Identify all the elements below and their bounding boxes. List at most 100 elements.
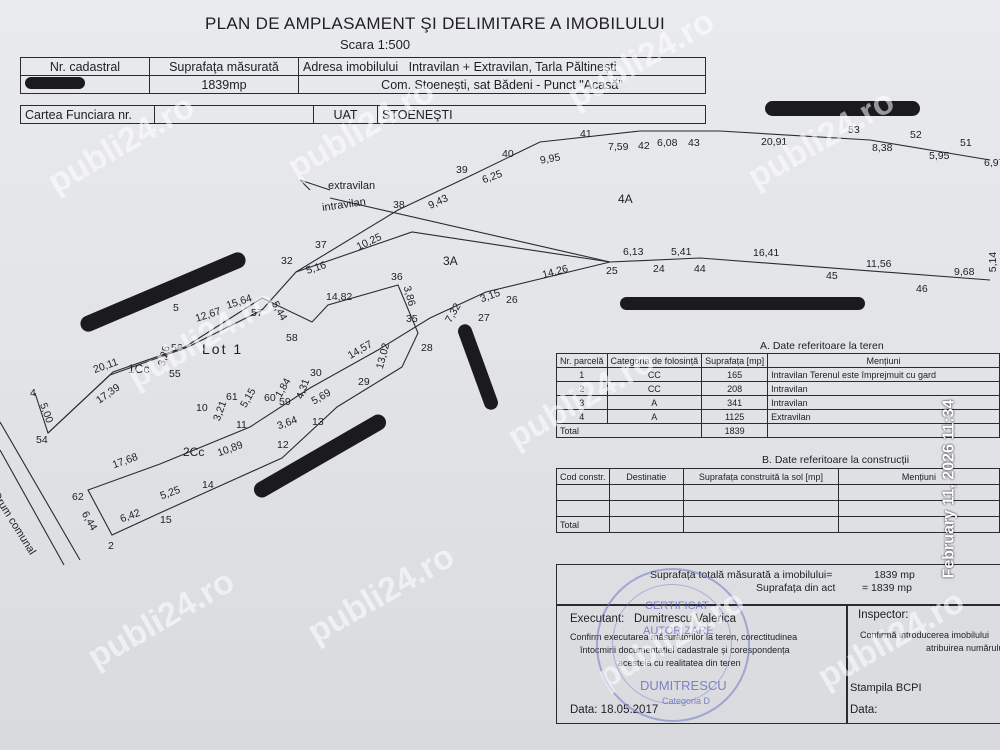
teren-section-title: A. Date referitoare la teren bbox=[760, 340, 884, 352]
adresa-line2: Com. Stoenești, sat Bădeni - Punct "Acas… bbox=[298, 75, 706, 94]
road-edge-1 bbox=[0, 421, 81, 561]
distance-label: 7,59 bbox=[608, 141, 629, 153]
point-label: 26 bbox=[506, 294, 518, 306]
point-label: 53 bbox=[848, 124, 860, 136]
cell-cat: A bbox=[606, 409, 703, 424]
certification-stamp-inner bbox=[612, 584, 732, 704]
point-label: 14 bbox=[202, 479, 214, 491]
stamp-line3: DUMITRESCU bbox=[640, 678, 727, 693]
stamp-line4: Categoria D bbox=[662, 696, 711, 706]
point-label: 29 bbox=[358, 376, 370, 388]
cell-nr: 1 bbox=[556, 367, 608, 382]
uat-value: STOENEŞTI bbox=[377, 105, 706, 124]
inspector-date: Data: bbox=[850, 704, 878, 716]
parcel-2cc: 2Cc bbox=[183, 445, 205, 459]
summary-box bbox=[556, 564, 1000, 606]
point-label: 28 bbox=[421, 342, 433, 354]
point-label: 15 bbox=[160, 514, 172, 526]
point-label: 25 bbox=[606, 265, 618, 277]
point-label: 61 bbox=[226, 391, 238, 403]
adresa-line1: Intravilan + Extravilan, Tarla Păltineșt… bbox=[408, 59, 617, 74]
point-label: 38 bbox=[393, 199, 405, 211]
cell-nr: 3 bbox=[556, 395, 608, 410]
point-label: 13 bbox=[312, 416, 324, 428]
point-label: 60 bbox=[264, 392, 276, 404]
cell-mentiuni: Intravilan Terenul este împrejmuit cu ga… bbox=[767, 367, 1000, 382]
cadastral-header-table: Nr. cadastral Suprafaţa măsurată Adresa … bbox=[20, 57, 706, 94]
stampila-label: Stampila BCPI bbox=[850, 682, 922, 694]
carte-funciara-label: Cartea Funciara nr. bbox=[20, 105, 155, 124]
distance-label: 11,56 bbox=[866, 258, 892, 270]
stamp-line2: AUTORIZARE bbox=[643, 625, 714, 637]
point-label: 58 bbox=[286, 332, 298, 344]
point-label: 24 bbox=[653, 263, 665, 275]
point-label: 36 bbox=[391, 271, 403, 283]
point-label: 11 bbox=[236, 419, 247, 431]
th-categoria: Categoria de folosință bbox=[606, 353, 703, 368]
constructii-section-title: B. Date referitoare la construcții bbox=[762, 454, 910, 466]
point-label: 54 bbox=[36, 434, 48, 446]
plan-title: PLAN DE AMPLASAMENT ŞI DELIMITARE A IMOB… bbox=[205, 14, 666, 33]
label-lot: Lot 1 bbox=[202, 341, 244, 357]
inspector-box bbox=[846, 604, 1000, 724]
inspector-label: Inspector: bbox=[858, 609, 909, 621]
point-label: 12 bbox=[277, 439, 289, 451]
cell-mentiuni: Intravilan bbox=[767, 381, 1000, 396]
point-label: 52 bbox=[910, 129, 922, 141]
table-row bbox=[556, 484, 1000, 501]
point-label: 4 bbox=[30, 387, 36, 399]
parcel-3a: 3A bbox=[443, 254, 458, 268]
point-label: 42 bbox=[638, 140, 650, 152]
lot-boundary bbox=[47, 261, 611, 536]
point-label: 57 bbox=[251, 307, 263, 319]
table-row bbox=[556, 500, 1000, 517]
suprafata-value: 1839mp bbox=[149, 75, 299, 94]
parcel-1cc: 1Cc bbox=[128, 362, 150, 376]
col-suprafata: Suprafaţa măsurată bbox=[149, 57, 299, 76]
th-mentiuni: Mențiuni bbox=[767, 353, 1000, 368]
distance-label: 6,97 bbox=[984, 157, 1000, 169]
distance-label: 14,82 bbox=[326, 291, 353, 303]
point-label: 45 bbox=[826, 270, 838, 282]
th-mentiuni-constr: Mențiuni bbox=[837, 468, 1000, 485]
redaction-bar bbox=[765, 101, 920, 116]
cell-mentiuni: Intravilan bbox=[767, 395, 1000, 410]
point-label: 44 bbox=[694, 263, 706, 275]
point-label: 30 bbox=[310, 367, 322, 379]
cell-sup: 1125 bbox=[701, 409, 769, 424]
distance-label: 16,41 bbox=[753, 247, 780, 259]
th-suprafata-constr: Suprafața construită la sol [mp] bbox=[683, 468, 839, 485]
distance-label: 6,13 bbox=[623, 246, 644, 258]
cell-cat: A bbox=[606, 395, 703, 410]
point-label: 41 bbox=[580, 128, 592, 140]
suprafata-act-label: Suprafața din act bbox=[756, 582, 836, 594]
point-label: 35 bbox=[406, 313, 418, 325]
table-total-row: Total bbox=[556, 516, 1000, 533]
point-label: 55 bbox=[169, 368, 181, 380]
point-label: 37 bbox=[315, 239, 327, 251]
total-value: 1839 bbox=[701, 423, 769, 438]
suprafata-act-value: = 1839 mp bbox=[862, 582, 912, 594]
road-edge-2 bbox=[0, 449, 65, 566]
point-label: 10 bbox=[196, 402, 208, 414]
point-label: 43 bbox=[688, 137, 700, 149]
teren-table: Nr. parcelă Categoria de folosință Supra… bbox=[555, 353, 1000, 438]
cell-cat: CC bbox=[606, 367, 703, 382]
label-extravilan: extravilan bbox=[328, 180, 376, 192]
cell-cat: CC bbox=[606, 381, 703, 396]
total-label: Total bbox=[555, 423, 703, 438]
redaction-bar bbox=[620, 297, 865, 310]
distance-label: 8,38 bbox=[872, 142, 893, 154]
inspector-text2: atribuirea numărului bbox=[926, 643, 1000, 653]
carte-funciara-table: Cartea Funciara nr. UAT STOENEŞTI bbox=[20, 105, 706, 124]
constructii-table: Cod constr. Destinatie Suprafața constru… bbox=[556, 468, 1000, 533]
th-suprafata: Suprafața [mp] bbox=[701, 353, 769, 368]
distance-label: 20,91 bbox=[761, 136, 788, 148]
cadastral-value bbox=[20, 75, 150, 94]
